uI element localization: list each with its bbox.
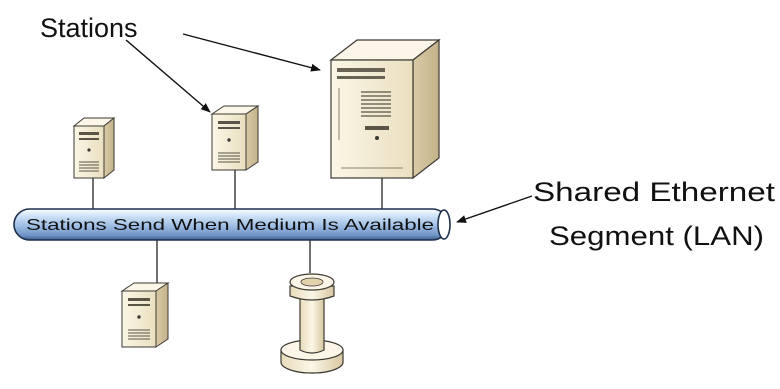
switch-hub-icon	[280, 273, 344, 374]
arrow-to-middle-server	[125, 39, 211, 113]
large-server-icon	[329, 38, 441, 180]
bus-end-cap	[437, 209, 451, 240]
server-tower-icon	[120, 282, 170, 348]
stations-label: Stations	[40, 13, 138, 43]
ethernet-bus: Stations Send When Medium Is Available	[13, 208, 451, 241]
arrows	[125, 33, 533, 223]
server-tower-icon	[72, 116, 116, 180]
shared-segment-label-line1: Shared Ethernet	[533, 177, 776, 207]
arrow-to-large-server	[182, 33, 321, 72]
bus-label: Stations Send When Medium Is Available	[26, 217, 434, 234]
shared-segment-label-line2: Segment (LAN)	[549, 221, 764, 251]
server-tower-icon	[210, 105, 260, 171]
wires	[92, 170, 383, 283]
arrow-to-bus	[456, 195, 533, 223]
